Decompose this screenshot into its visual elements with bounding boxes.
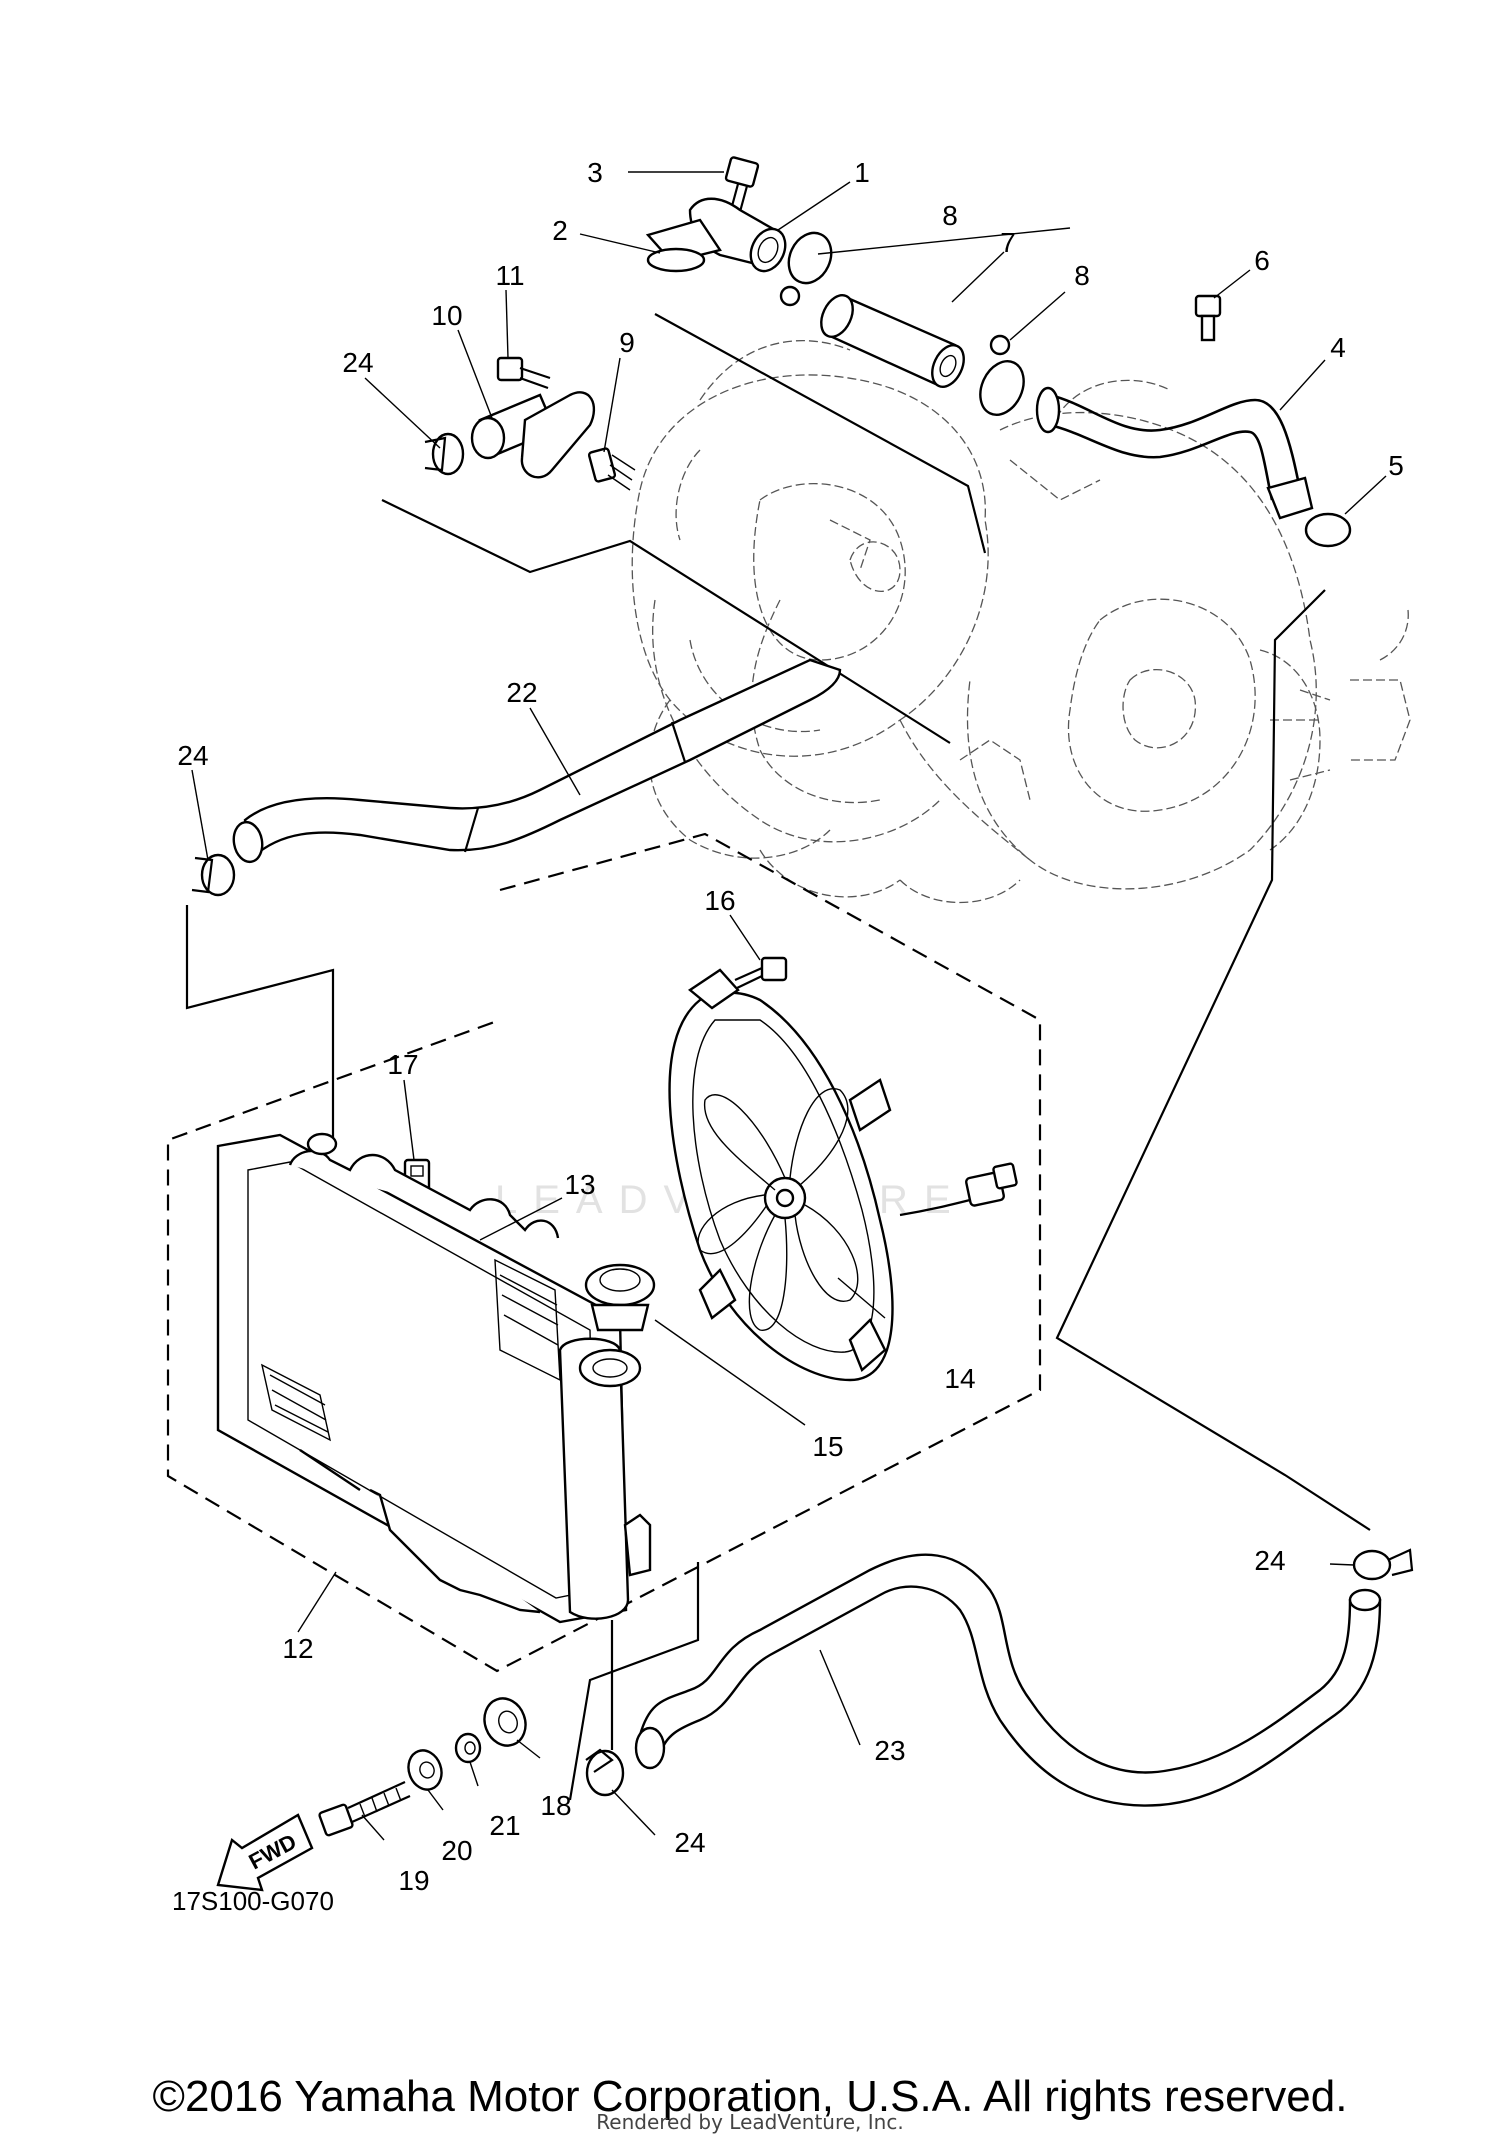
collar-21 [454, 1732, 482, 1764]
bolt-11 [496, 356, 551, 390]
callout-7: 7 [1000, 227, 1016, 258]
callout-22: 22 [506, 677, 537, 708]
callout-24c: 24 [1254, 1545, 1285, 1576]
callout-24a: 24 [342, 347, 373, 378]
hose-clamp-8a [779, 231, 833, 307]
callout-24b: 24 [177, 740, 208, 771]
engine-outline [631, 340, 1411, 904]
callout-16: 16 [704, 885, 735, 916]
radiator-12 [216, 1132, 652, 1624]
callout-10: 10 [431, 300, 462, 331]
hose-7 [820, 294, 965, 388]
radiator-assembly-frame [166, 832, 1042, 1673]
callout-1: 1 [854, 157, 870, 188]
callout-8a: 8 [942, 200, 958, 231]
washer-20 [407, 1749, 443, 1791]
callout-21: 21 [489, 1810, 520, 1841]
hose-clamp-24a [424, 432, 465, 476]
callout-labels: 3 1 2 8 7 8 6 4 5 9 10 11 24 22 24 16 17… [177, 157, 1403, 1896]
assembly-frames [166, 313, 1371, 1801]
diagram-code: 17S100-G070 [172, 1886, 334, 1916]
inlet-joint-10 [470, 391, 596, 479]
bolt-6 [1194, 294, 1222, 342]
callout-5: 5 [1388, 450, 1404, 481]
grommet-18 [483, 1697, 527, 1747]
bolt-19 [318, 1780, 411, 1837]
callout-24d: 24 [674, 1827, 705, 1858]
hose-22 [232, 658, 842, 864]
callout-6: 6 [1254, 245, 1270, 276]
callout-15: 15 [812, 1431, 843, 1462]
o-ring-2 [646, 247, 706, 273]
bolt-16 [734, 956, 788, 989]
callout-9: 9 [619, 327, 635, 358]
callout-3: 3 [587, 157, 603, 188]
pipe-4 [1035, 386, 1314, 520]
callout-2: 2 [552, 215, 568, 246]
callout-12: 12 [282, 1633, 313, 1664]
callout-17: 17 [387, 1049, 418, 1080]
callout-19: 19 [398, 1865, 429, 1896]
radiator-cap-15 [578, 1263, 656, 1388]
credit-text: Rendered by LeadVenture, Inc. [596, 2110, 904, 2134]
copyright-text: ©2016 Yamaha Motor Corporation, U.S.A. A… [152, 2072, 1348, 2121]
callout-18: 18 [540, 1790, 571, 1821]
hose-23 [634, 1553, 1382, 1807]
callout-8b: 8 [1074, 260, 1090, 291]
fan-motor-14 [668, 968, 1018, 1382]
callout-23: 23 [874, 1735, 905, 1766]
hose-clamp-24c [1352, 1548, 1414, 1581]
callout-20: 20 [441, 1835, 472, 1866]
callout-14: 14 [944, 1363, 975, 1394]
callout-11: 11 [495, 260, 524, 291]
hose-clamp-24b [191, 853, 236, 897]
callout-13: 13 [564, 1169, 595, 1200]
hose-clamp-24d [585, 1748, 625, 1797]
screw-9 [587, 447, 636, 491]
callout-4: 4 [1330, 332, 1346, 363]
o-ring-5 [1304, 512, 1352, 548]
forward-arrow: FWD [216, 1813, 314, 1892]
hose-clamp-8b [979, 334, 1025, 416]
callout-leaders [191, 171, 1387, 1841]
